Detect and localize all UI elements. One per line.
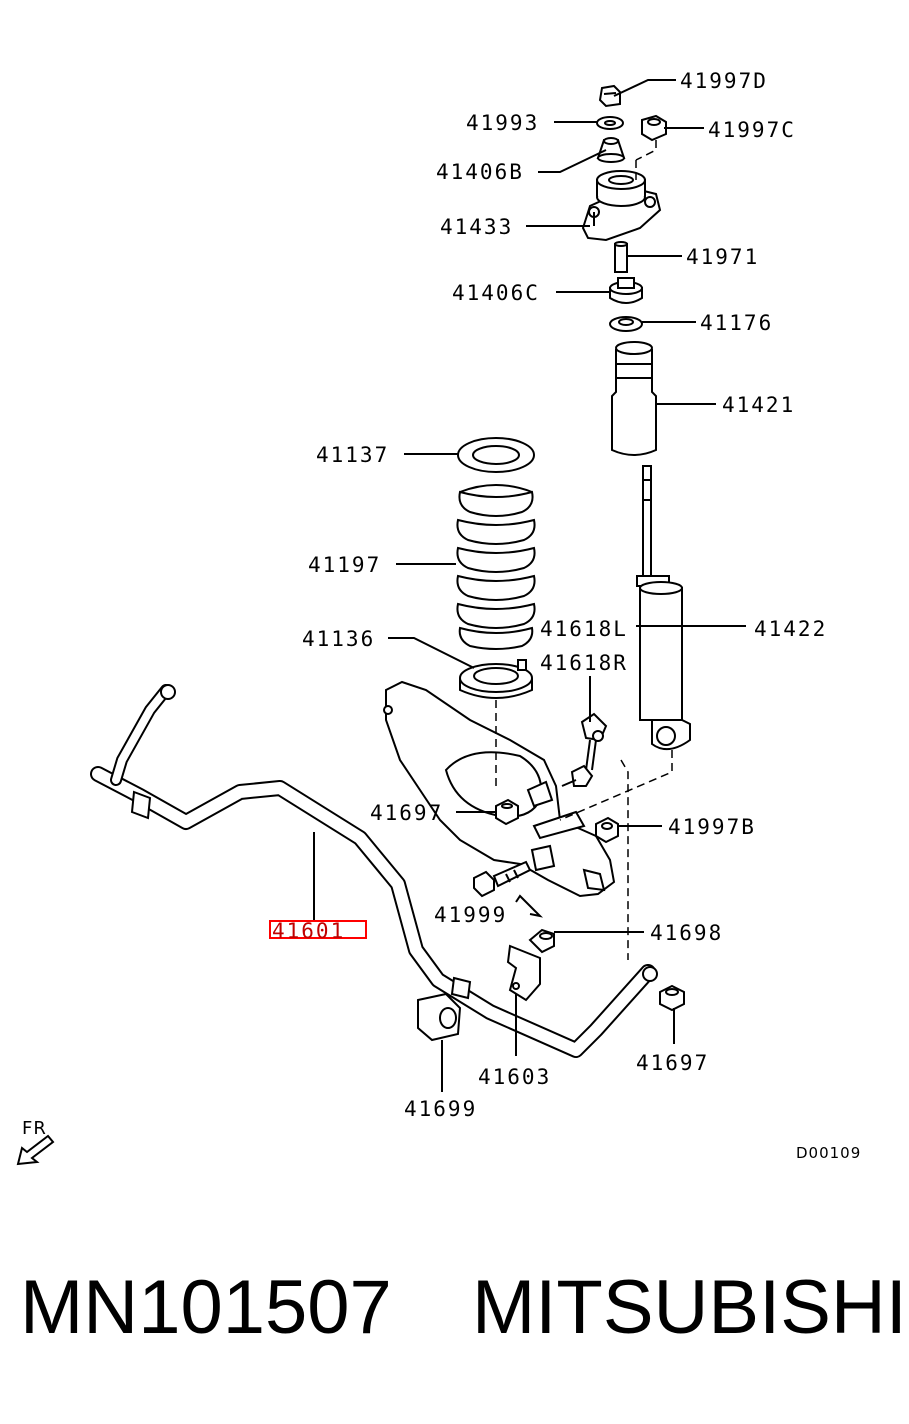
diagram-code: D00109	[796, 1144, 861, 1162]
nut-41697-upper	[495, 798, 519, 826]
stabilizer-link-41618	[561, 712, 608, 787]
stabilizer-bar-41601	[90, 684, 658, 1058]
coil-spring-41197	[456, 484, 536, 650]
shock-absorber-41422	[636, 465, 691, 751]
collar-41971	[614, 241, 628, 273]
bushing-41699	[417, 992, 462, 1042]
label-41137: 41137	[316, 443, 389, 467]
leader-lines	[313, 79, 746, 1092]
label-41971: 41971	[686, 245, 759, 269]
mount-41433	[581, 170, 662, 242]
washer-41993	[596, 116, 624, 130]
label-41997C: 41997C	[708, 118, 796, 142]
label-41698: 41698	[650, 921, 723, 945]
label-41603: 41603	[478, 1065, 551, 1089]
label-41997B: 41997B	[668, 815, 756, 839]
label-41999: 41999	[434, 903, 507, 927]
highlight-box	[269, 920, 367, 939]
nut-41997D	[598, 84, 621, 108]
nut-41997C	[641, 114, 667, 142]
label-41993: 41993	[466, 111, 539, 135]
spring-pad-41136	[459, 659, 533, 699]
label-41433: 41433	[440, 215, 513, 239]
label-41406C: 41406C	[452, 281, 540, 305]
exploded-parts-diagram: 41997D 41993 41997C 41406B 41433 41971 4…	[16, 69, 861, 1166]
bump-stop-41421	[611, 341, 657, 456]
front-arrow	[16, 1134, 55, 1166]
spring-seat-41137	[457, 437, 535, 473]
part-number: MN101507	[20, 1265, 392, 1350]
nut-41697-lower	[659, 984, 685, 1012]
bushing-41406B	[596, 137, 626, 163]
label-41406B: 41406B	[436, 160, 524, 184]
label-41197: 41197	[308, 553, 381, 577]
bracket-41603	[506, 944, 541, 1002]
label-41699: 41699	[404, 1097, 477, 1121]
label-41421: 41421	[722, 393, 795, 417]
label-41176: 41176	[700, 311, 773, 335]
bushing-41406C	[609, 277, 643, 304]
label-41136: 41136	[302, 627, 375, 651]
label-41422: 41422	[754, 617, 827, 641]
brand-name: MITSUBISHI	[472, 1265, 907, 1350]
assembly-lines	[495, 140, 673, 960]
footer: MN101507 MITSUBISHI	[0, 1270, 909, 1370]
nut-41997B	[595, 816, 619, 844]
label-41601: 41601	[272, 919, 345, 943]
fr-label: FR	[22, 1118, 47, 1139]
trailing-arm	[383, 680, 616, 898]
bolt-41999	[473, 860, 532, 898]
label-41618R: 41618R	[540, 651, 628, 675]
part-labels: 41997D 41993 41997C 41406B 41433 41971 4…	[22, 69, 861, 1162]
label-41697-upper: 41697	[370, 801, 443, 825]
label-41697-lower: 41697	[636, 1051, 709, 1075]
label-41618L: 41618L	[540, 617, 628, 641]
washer-41176	[609, 316, 643, 332]
bolt-41698	[528, 928, 555, 954]
label-41997D: 41997D	[680, 69, 768, 93]
